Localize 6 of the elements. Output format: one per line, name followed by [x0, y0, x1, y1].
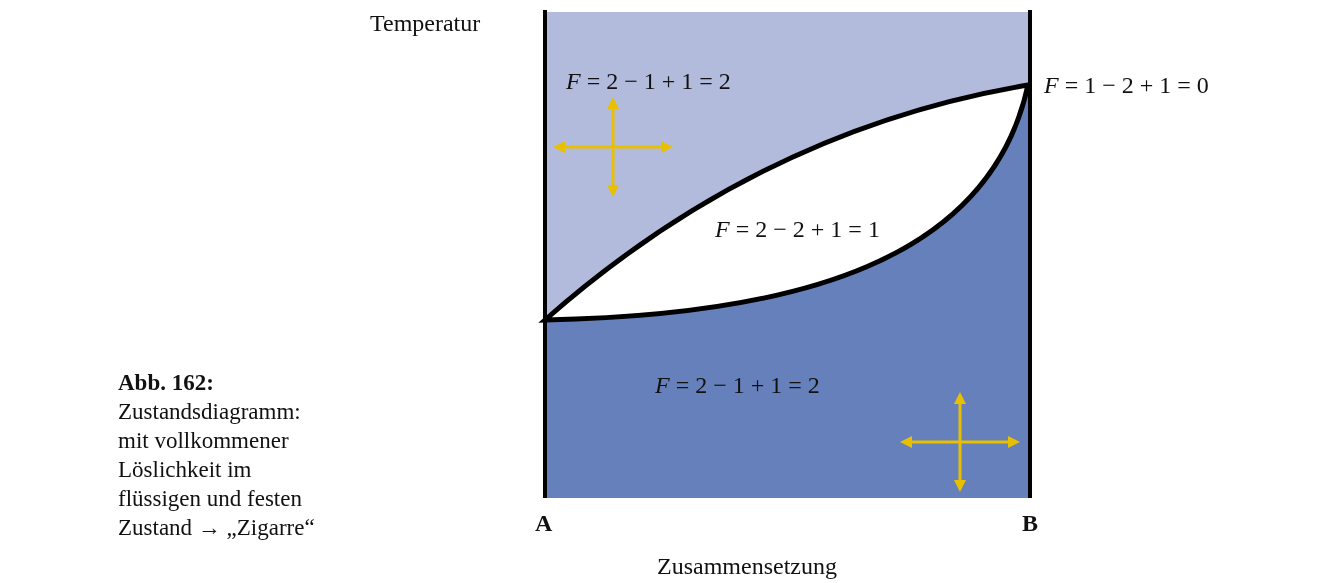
axis-label: Temperatur: [370, 10, 481, 37]
axis-label: A: [535, 510, 553, 537]
point-label: F = 1 − 2 + 1 = 0: [1044, 72, 1209, 99]
axis-label: Zusammensetzung: [657, 553, 837, 580]
figure-caption: Abb. 162: Zustandsdiagramm: mit vollkommener Löslichkeit im flüssigen und festen Zustand → „Zigarre“: [118, 369, 316, 542]
axis-label: B: [1022, 510, 1038, 537]
